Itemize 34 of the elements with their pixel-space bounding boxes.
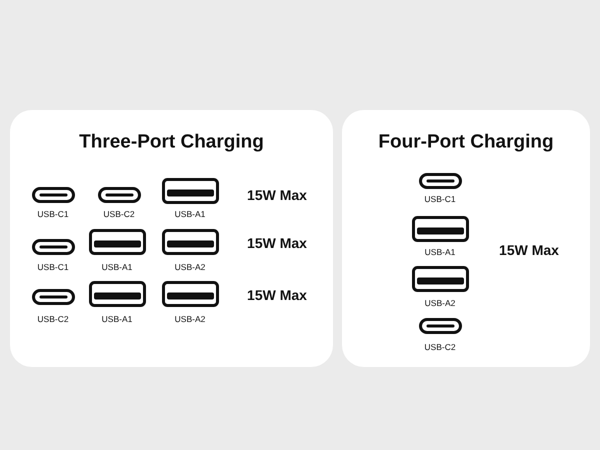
port-label: USB-C1 [37, 262, 69, 272]
port-label: USB-A2 [424, 298, 456, 308]
usb-a-port-icon [162, 178, 218, 204]
port-label: USB-A2 [174, 262, 206, 272]
port-label: USB-C1 [37, 210, 69, 218]
usb-a-port-icon [88, 281, 146, 307]
card-panel [10, 110, 333, 367]
usb-c-port-icon [418, 318, 462, 334]
power-rating-label: 15W Max [499, 243, 559, 257]
usb-a-port-icon [412, 266, 468, 292]
card-panel [342, 110, 590, 367]
card-title: Four-Port Charging [378, 132, 554, 152]
port-label: USB-C1 [424, 194, 456, 204]
usb-c-port-icon [32, 289, 74, 305]
usb-a-port-icon [162, 281, 218, 307]
port-label: USB-C2 [424, 342, 456, 352]
card-title: Three-Port Charging [79, 132, 264, 152]
power-rating-label: 15W Max [247, 236, 307, 250]
port-label: USB-A1 [424, 248, 456, 256]
usb-a-port-icon [88, 229, 146, 255]
power-rating-label: 15W Max [247, 288, 307, 302]
usb-c-port-icon [418, 172, 462, 188]
port-label: USB-A1 [102, 262, 132, 272]
usb-a-port-icon [412, 216, 468, 242]
port-label: USB-C2 [103, 210, 135, 218]
usb-c-port-icon [32, 239, 74, 255]
power-rating-label: 15W Max [247, 188, 307, 202]
port-label: USB-A1 [174, 210, 206, 218]
usb-c-port-icon [32, 187, 74, 203]
port-label: USB-A1 [102, 314, 132, 324]
usb-c-port-icon [98, 187, 140, 203]
port-label: USB-C2 [37, 314, 69, 324]
usb-a-port-icon [162, 229, 218, 255]
port-label: USB-A2 [174, 314, 206, 324]
